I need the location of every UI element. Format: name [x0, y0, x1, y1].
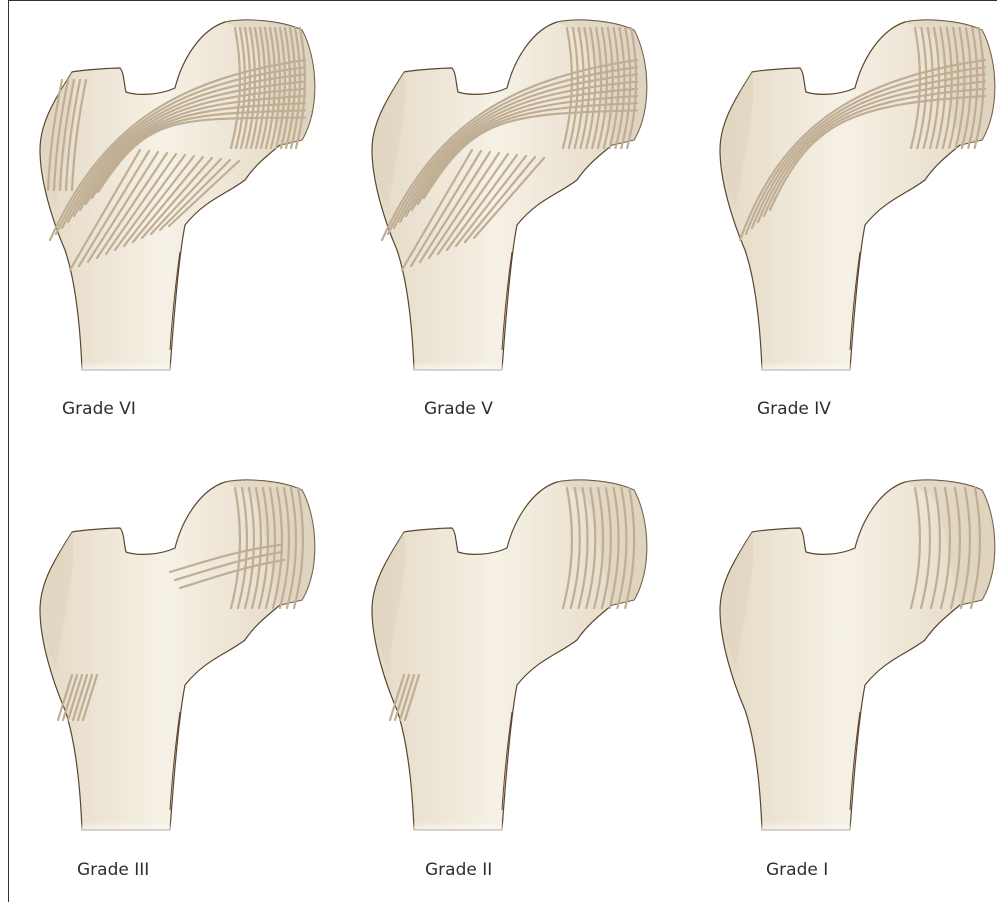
caption-grade-iii: Grade III	[77, 860, 149, 880]
femur-panel-grade-iii	[40, 480, 315, 835]
caption-grade-v: Grade V	[424, 399, 493, 419]
shaft-fade	[60, 760, 200, 835]
femur-panel-grade-i	[720, 480, 995, 835]
caption-grade-vi: Grade VI	[62, 399, 136, 419]
shaft-fade	[392, 300, 532, 375]
shaft-fade	[740, 760, 880, 835]
caption-grade-ii: Grade II	[425, 860, 492, 880]
shaft-fade	[60, 300, 200, 375]
femur-panel-grade-v	[372, 20, 647, 375]
femur-panel-grade-vi	[40, 20, 315, 375]
shaft-fade	[392, 760, 532, 835]
femur-panel-grade-iv	[720, 20, 995, 375]
femur-panel-grade-ii	[372, 480, 647, 835]
caption-grade-i: Grade I	[766, 860, 828, 880]
shaft-fade	[740, 300, 880, 375]
caption-grade-iv: Grade IV	[757, 399, 831, 419]
